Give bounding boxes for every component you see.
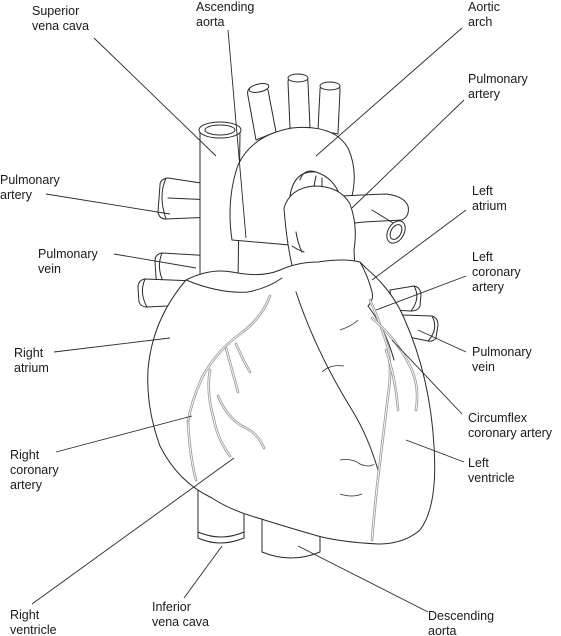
leader-ascending-aorta: [227, 29, 247, 239]
leader-left-coronary-artery: [375, 275, 467, 311]
label-aortic-arch: Aortic arch: [468, 0, 500, 29]
label-descending-aorta: Descending aorta: [428, 609, 495, 636]
leader-lines: [31, 27, 467, 613]
pulmonary-artery-left-vessel: [339, 193, 409, 244]
leader-pulmonary-vein-right: [113, 253, 197, 269]
label-left-coronary-artery: Left coronary artery: [472, 250, 521, 294]
label-left-ventricle: Left ventricle: [468, 456, 515, 485]
leader-circumflex: [391, 339, 463, 415]
leader-right-coronary-artery: [55, 415, 193, 453]
leader-right-atrium: [53, 337, 171, 353]
label-ascending-aorta: Ascending aorta: [196, 0, 255, 29]
label-pulmonary-vein-right: Pulmonary vein: [38, 247, 98, 276]
superior-vena-cava-vessel: [198, 121, 242, 286]
leader-pulmonary-artery-left: [351, 99, 465, 209]
heart-body: [147, 259, 436, 545]
leader-pulmonary-artery-right: [45, 193, 171, 215]
leader-pulmonary-vein-left: [417, 329, 467, 353]
leader-aortic-arch: [315, 27, 463, 157]
leader-inferior-vena-cava: [183, 545, 223, 599]
label-superior-vena-cava: Superior vena cava: [32, 4, 89, 33]
label-circumflex-coronary-artery: Circumflex coronary artery: [468, 411, 553, 440]
label-pulmonary-artery-right: Pulmonary artery: [0, 173, 60, 202]
leader-left-ventricle: [405, 439, 465, 463]
leader-superior-vena-cava: [93, 37, 217, 157]
leader-descending-aorta: [297, 545, 429, 613]
leader-right-ventricle: [31, 457, 235, 605]
label-pulmonary-vein-left: Pulmonary vein: [472, 345, 532, 374]
label-pulmonary-artery-left: Pulmonary artery: [468, 72, 528, 101]
label-right-coronary-artery: Right coronary artery: [10, 448, 59, 492]
label-left-atrium: Left atrium: [472, 184, 507, 213]
leader-left-atrium: [371, 209, 467, 281]
label-inferior-vena-cava: Inferior vena cava: [152, 600, 209, 629]
label-right-ventricle: Right ventricle: [10, 608, 57, 636]
aortic-arch-branches: [247, 73, 341, 141]
label-right-atrium: Right atrium: [14, 346, 49, 375]
coronary-arteries: [186, 294, 419, 542]
